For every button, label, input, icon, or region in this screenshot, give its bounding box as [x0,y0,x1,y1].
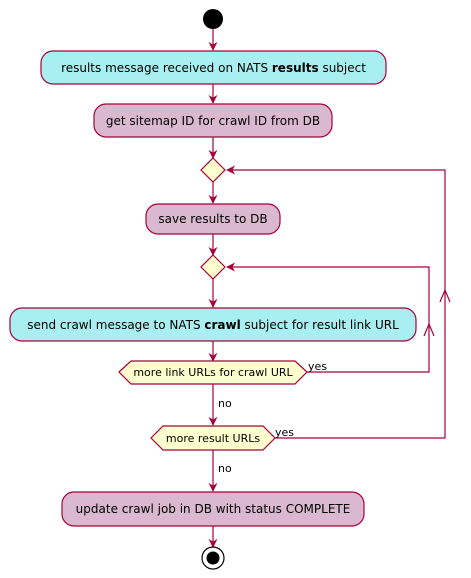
more-results-label: more result URLs [166,432,260,445]
edge-inner-loop-yes [226,262,430,373]
get-sitemap-action [93,103,333,138]
start-node [203,9,223,29]
update-job-label: update crawl job in DB with status COMPL… [76,502,351,516]
outer-yes-label: yes [275,426,294,439]
edge-outer-loop-yes [226,165,446,439]
more-link-urls-decision [118,360,308,385]
more-results-decision [150,425,276,451]
inner-loop-merge [200,254,226,280]
more-link-urls-label: more link URLs for crawl URL [133,366,293,379]
outer-loop-merge [200,157,226,183]
get-sitemap-label: get sitemap ID for crawl ID from DB [106,114,320,128]
send-crawl-label: send crawl message to NATS crawl subject… [27,318,399,332]
update-job-action [61,491,365,527]
save-results-action [145,203,281,235]
inner-yes-label: yes [308,360,327,373]
receive-results-label: results message received on NATS results… [61,61,366,75]
receive-results-action [40,50,387,85]
inner-loop-up-arrow [423,322,435,337]
outer-loop-up-arrow [439,288,451,303]
outer-no-label: no [218,462,232,475]
inner-no-label: no [218,397,232,410]
save-results-label: save results to DB [158,212,267,226]
send-crawl-action [9,307,417,342]
end-node-core [206,551,220,565]
